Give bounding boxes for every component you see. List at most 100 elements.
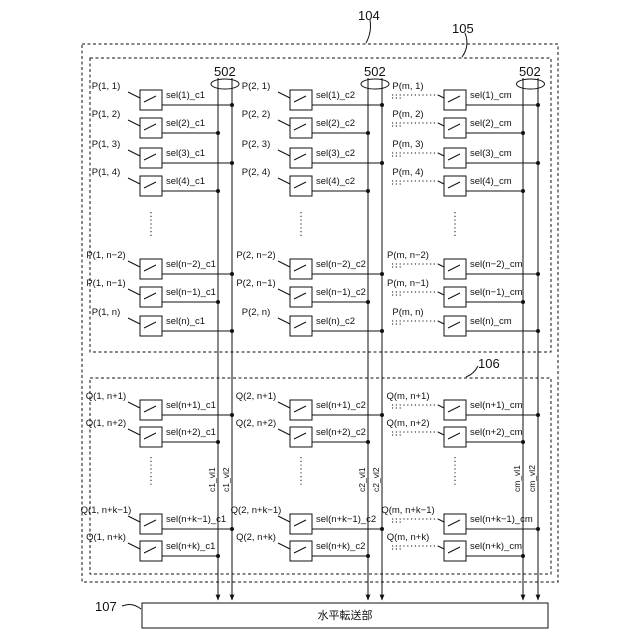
pixel-leader — [278, 178, 290, 184]
pixel-label: Q(1, n+2) — [86, 418, 126, 429]
top-pixel-row: P(2, 4)sel(4)_c2 — [242, 167, 370, 196]
pixel-leader — [128, 402, 140, 408]
top-pixel-row: P(m, 3)sel(3)_cm — [392, 139, 540, 168]
bus-line-label: c1_vl1 — [207, 467, 217, 492]
bottom-pixel-row: Q(2, n+k−1)sel(n+k−1)_c2 — [231, 505, 384, 534]
bus-ref-label: 502 — [364, 64, 386, 79]
connection-dot — [230, 272, 234, 276]
top-pixel-row: P(1, n)sel(n)_c1 — [92, 307, 234, 336]
top-pixel-row: P(1, 4)sel(4)_c1 — [92, 167, 220, 196]
select-switch — [444, 287, 466, 307]
select-switch — [290, 287, 312, 307]
connection-dot — [366, 189, 370, 193]
bus-line-label: cm_vl1 — [512, 465, 522, 492]
connection-dot — [521, 440, 525, 444]
pixel-leader — [438, 546, 444, 549]
pixel-label: P(2, n−1) — [236, 278, 275, 289]
bottom-pixel-row: Q(m, n+1)sel(n+1)_cm — [386, 391, 540, 420]
bus-bundle-marker — [361, 79, 389, 89]
top-pixel-row: P(1, 2)sel(2)_c1 — [92, 109, 220, 138]
top-pixel-row: P(m, n−2)sel(n−2)_cm — [387, 250, 540, 279]
bus-ref-label: 502 — [214, 64, 236, 79]
pixel-label: P(m, 1) — [392, 81, 423, 92]
bus-ref-label: 502 — [519, 64, 541, 79]
top-pixel-row: P(1, n−2)sel(n−2)_c1 — [86, 250, 234, 279]
select-switch — [140, 427, 162, 447]
select-switch — [290, 427, 312, 447]
select-switch — [444, 118, 466, 138]
top-pixel-row: P(1, 1)sel(1)_c1 — [92, 81, 234, 110]
select-switch — [140, 90, 162, 110]
bus-line-label: c2_vl1 — [357, 467, 367, 492]
select-label: sel(n+2)_c1 — [166, 427, 216, 438]
pixel-leader — [128, 289, 140, 295]
connection-dot — [380, 329, 384, 333]
bottom-pixel-row: Q(m, n+k)sel(n+k)_cm — [387, 532, 525, 561]
top-pixel-row: P(2, n)sel(n)_c2 — [242, 307, 384, 336]
outer-region-leader — [366, 20, 371, 43]
select-label: sel(n−1)_cm — [470, 287, 523, 298]
select-label: sel(n+k)_c1 — [166, 541, 215, 552]
connection-dot — [366, 300, 370, 304]
pixel-label: P(2, 3) — [242, 139, 271, 150]
select-label: sel(n+1)_cm — [470, 400, 523, 411]
bottom-pixel-row: Q(1, n+2) sel(n+2)_c1 — [86, 418, 220, 447]
bottom-region-ref: 106 — [478, 356, 500, 371]
select-label: sel(n+k−1)_c1 — [166, 514, 226, 525]
select-switch — [140, 118, 162, 138]
pixel-leader — [438, 264, 444, 267]
pixel-leader — [128, 261, 140, 267]
select-label: sel(4)_c2 — [316, 176, 355, 187]
pixel-leader — [438, 181, 444, 184]
connection-dot — [230, 527, 234, 531]
connection-dot — [380, 272, 384, 276]
connection-dot — [216, 131, 220, 135]
connection-dot — [366, 440, 370, 444]
pixel-leader — [128, 318, 140, 324]
select-switch — [444, 514, 466, 534]
pixel-leader — [278, 92, 290, 98]
pixel-leader — [438, 95, 444, 98]
select-label: sel(2)_c1 — [166, 118, 205, 129]
pixel-leader — [128, 120, 140, 126]
connection-dot — [230, 329, 234, 333]
select-label: sel(3)_c2 — [316, 148, 355, 159]
connection-dot — [366, 131, 370, 135]
pixel-leader — [278, 543, 290, 549]
column-3: 502cm_vl1cm_vl2P(m, 1)sel(1)_cmP(m, 2)se… — [381, 64, 544, 600]
connection-dot — [380, 161, 384, 165]
select-switch — [290, 118, 312, 138]
select-switch — [140, 316, 162, 336]
pixel-label: P(m, 3) — [392, 139, 423, 150]
select-label: sel(n+k−1)_c2 — [316, 514, 376, 525]
select-switch — [290, 259, 312, 279]
select-switch — [140, 287, 162, 307]
pixel-leader — [278, 402, 290, 408]
select-label: sel(2)_cm — [470, 118, 512, 129]
connection-dot — [521, 554, 525, 558]
connection-dot — [536, 161, 540, 165]
select-switch — [444, 148, 466, 168]
pixel-label: Q(2, n+1) — [236, 391, 276, 402]
select-label: sel(n−1)_c1 — [166, 287, 216, 298]
select-switch — [444, 316, 466, 336]
select-label: sel(n−2)_cm — [470, 259, 523, 270]
select-switch — [290, 541, 312, 561]
top-pixel-row: P(m, n−1)sel(n−1)_cm — [387, 278, 525, 307]
connection-dot — [536, 103, 540, 107]
pixel-leader — [438, 123, 444, 126]
pixel-label: Q(1, n+1) — [86, 391, 126, 402]
pixel-label: P(1, 4) — [92, 167, 121, 178]
pixel-leader — [128, 150, 140, 156]
pixel-leader — [438, 321, 444, 324]
select-label: sel(n−2)_c2 — [316, 259, 366, 270]
pixel-label: Q(m, n+k−1) — [381, 505, 434, 516]
pixel-label: P(m, 4) — [392, 167, 423, 178]
top-pixel-row: P(1, n−1)sel(n−1)_c1 — [86, 278, 220, 307]
select-label: sel(1)_c1 — [166, 90, 205, 101]
bus-bundle-marker — [211, 79, 239, 89]
select-label: sel(n−1)_c2 — [316, 287, 366, 298]
connection-dot — [536, 413, 540, 417]
pixel-label: P(1, 3) — [92, 139, 121, 150]
